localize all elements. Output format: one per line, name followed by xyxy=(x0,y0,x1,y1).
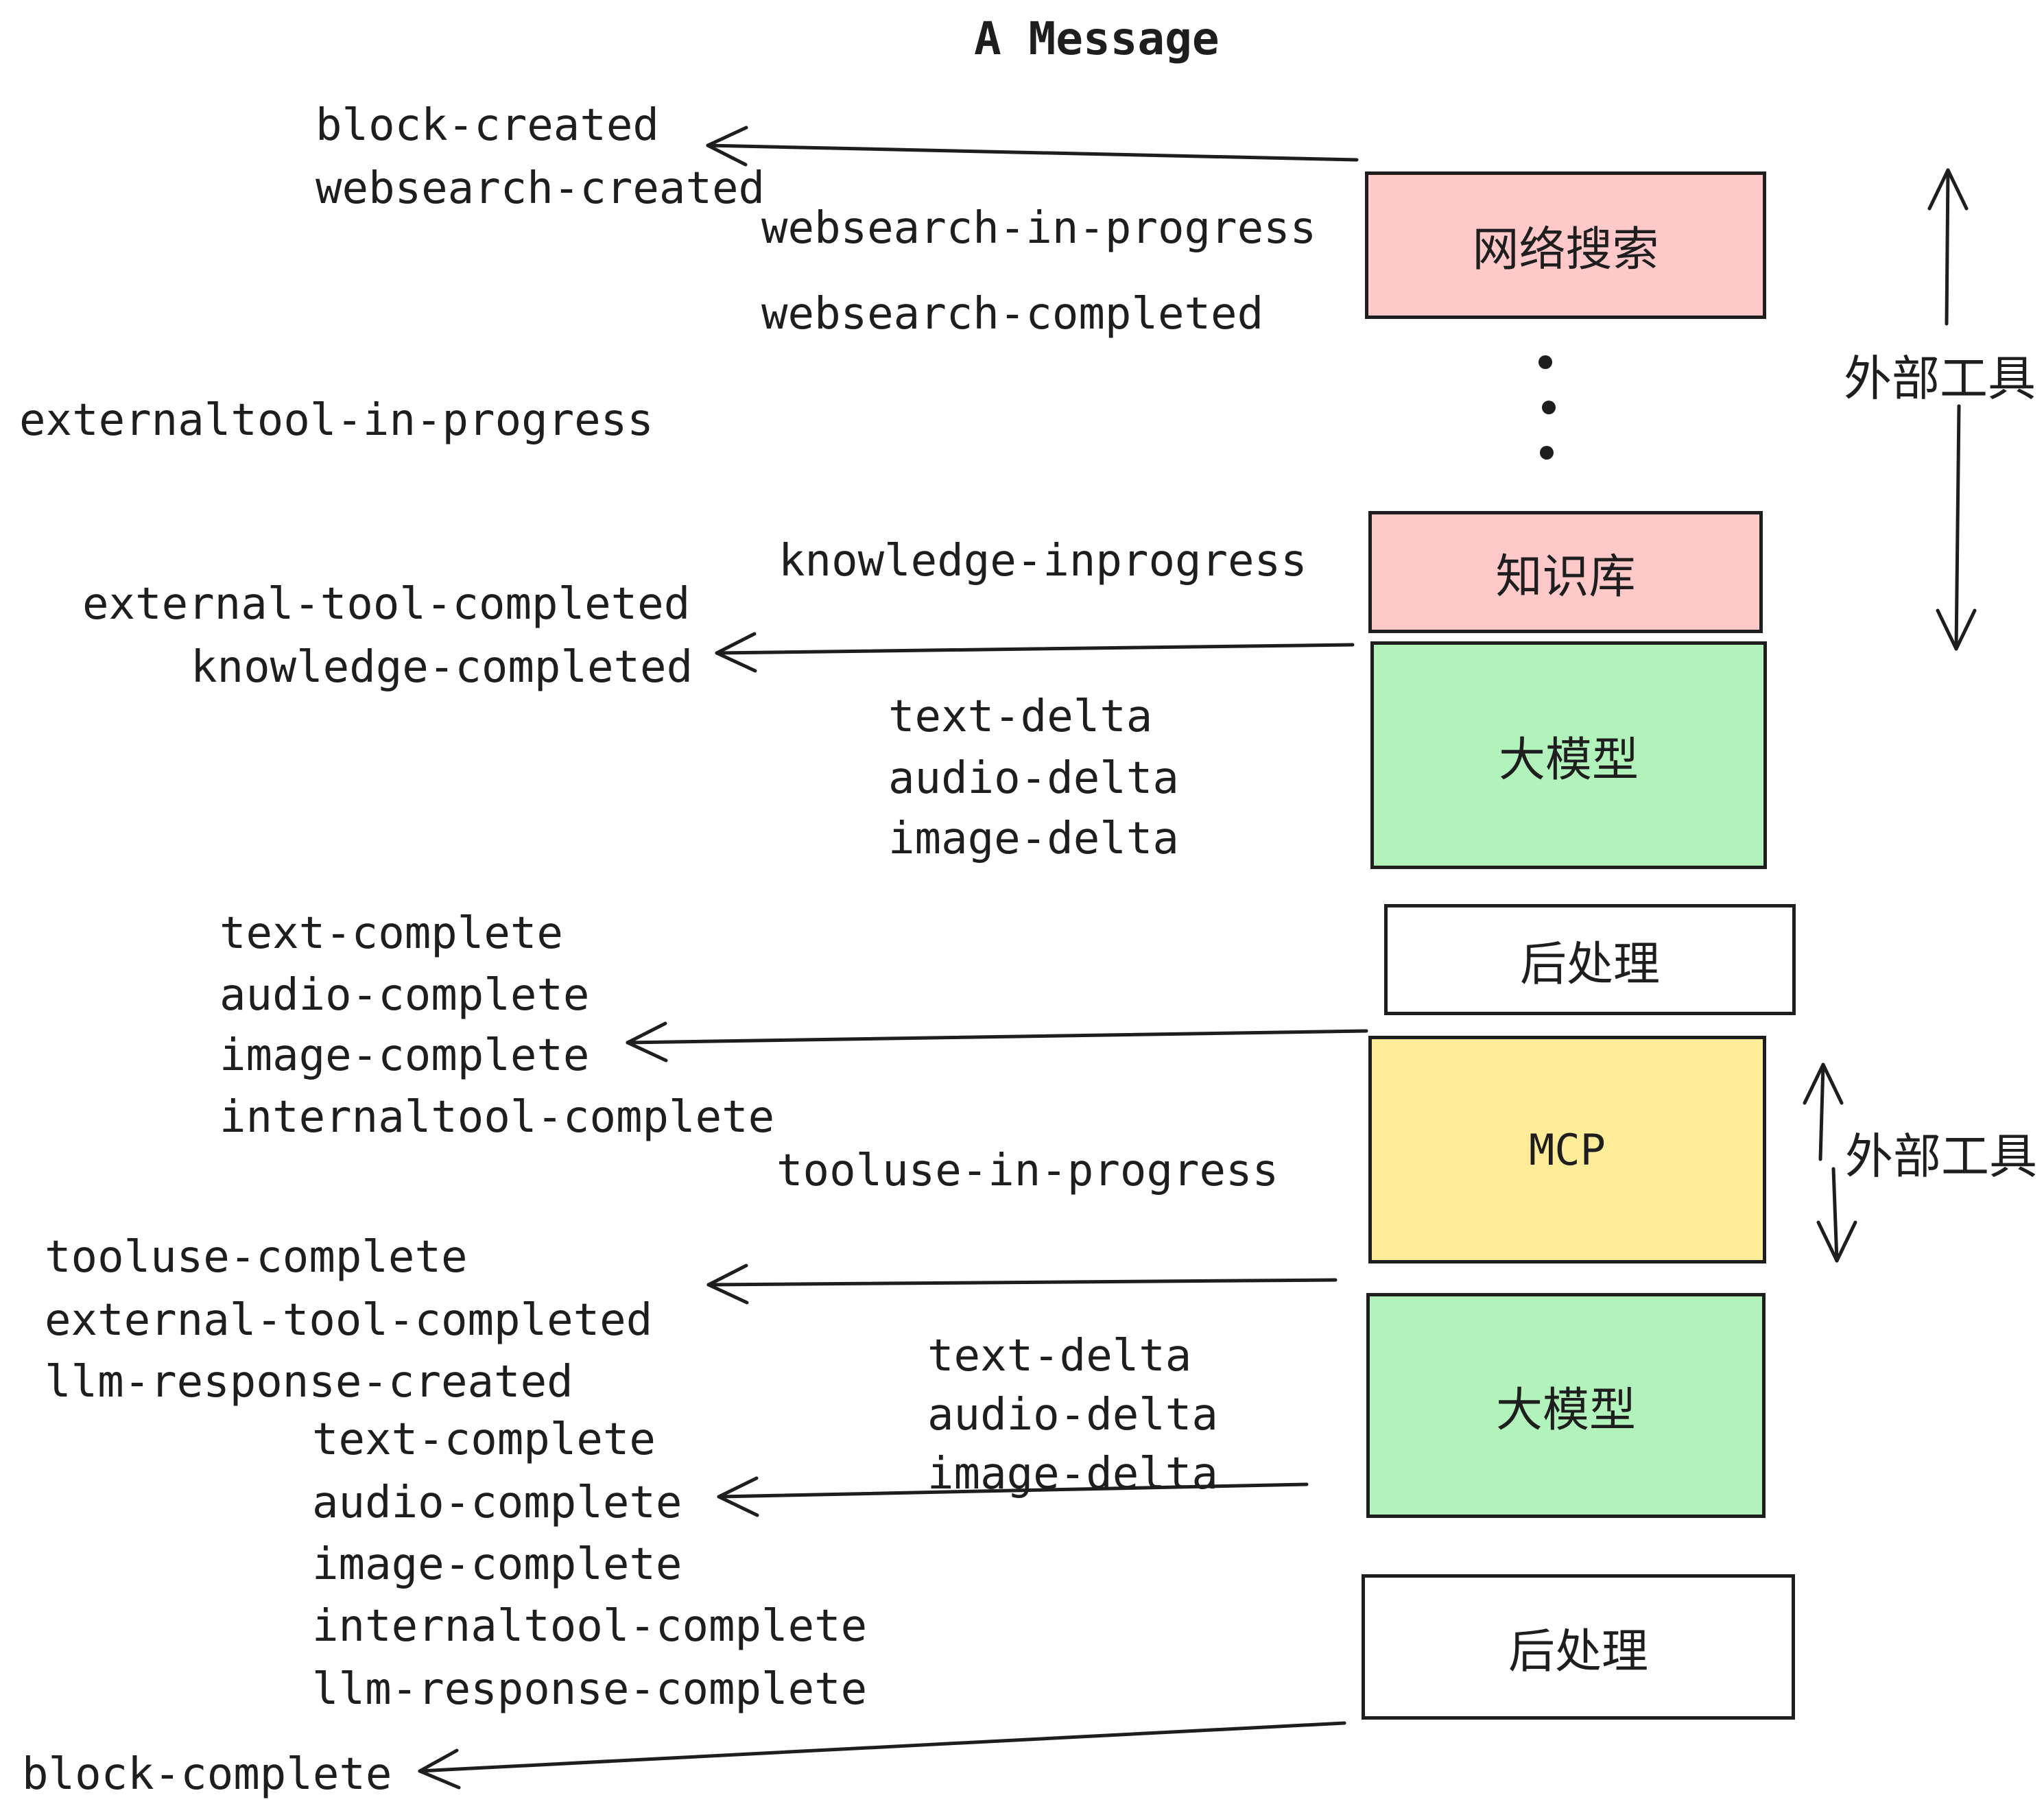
ellipsis-dots xyxy=(1538,355,1556,460)
box-mcp: MCP xyxy=(1368,1036,1766,1263)
box-llm-2: 大模型 xyxy=(1366,1293,1766,1518)
event-label-image-delta-1: image-delta xyxy=(888,814,1179,864)
event-label-block-complete: block-complete xyxy=(22,1749,392,1800)
event-label-image-complete-2: image-complete xyxy=(312,1539,682,1590)
event-label-image-delta-2: image-delta xyxy=(927,1449,1218,1499)
arrow-internal-complete-2 xyxy=(717,1476,1309,1517)
event-label-internaltool-complete-2: internaltool-complete xyxy=(312,1601,868,1652)
box-post-process-2-label: 后处理 xyxy=(1508,1625,1648,1678)
event-label-text-complete-2: text-complete xyxy=(312,1414,656,1465)
event-label-audio-complete-2: audio-complete xyxy=(312,1477,682,1528)
event-label-llm-response-created: llm-response-created xyxy=(45,1357,573,1408)
box-llm-1-label: 大模型 xyxy=(1498,733,1639,786)
arrow-tooluse-complete xyxy=(706,1263,1338,1305)
event-label-text-delta-1: text-delta xyxy=(888,691,1153,742)
event-label-websearch-created: websearch-created xyxy=(316,163,765,214)
page-title: A Message xyxy=(974,12,1220,65)
double-arrow-external-tools-bottom xyxy=(1803,1063,1857,1263)
event-label-text-delta-2: text-delta xyxy=(927,1331,1192,1381)
event-label-knowledge-inprogress: knowledge-inprogress xyxy=(779,536,1307,586)
external-tools-label-top: 外部工具 xyxy=(1844,352,2036,405)
box-knowledge: 知识库 xyxy=(1368,511,1763,633)
event-label-text-complete-1: text-complete xyxy=(219,908,563,959)
event-label-websearch-in-progress: websearch-in-progress xyxy=(761,203,1317,254)
box-llm-1: 大模型 xyxy=(1370,641,1767,869)
box-post-process-1-label: 后处理 xyxy=(1519,938,1660,990)
box-knowledge-label: 知识库 xyxy=(1495,550,1636,603)
event-label-knowledge-completed: knowledge-completed xyxy=(191,642,693,693)
event-label-externaltool-in-progress: externaltool-in-progress xyxy=(19,395,654,446)
arrow-knowledge-completed xyxy=(715,632,1355,673)
box-post-process-1: 后处理 xyxy=(1384,904,1796,1015)
external-tools-label-bottom: 外部工具 xyxy=(1845,1130,2037,1183)
event-label-audio-complete-1: audio-complete xyxy=(219,970,590,1021)
event-label-internaltool-complete-1: internaltool-complete xyxy=(219,1092,775,1143)
event-label-block-created: block-created xyxy=(316,100,659,151)
event-label-audio-delta-2: audio-delta xyxy=(927,1390,1218,1440)
event-label-external-tool-completed-1: external-tool-completed xyxy=(82,579,691,630)
event-label-image-complete-1: image-complete xyxy=(219,1030,590,1081)
arrow-block-complete xyxy=(418,1721,1346,1790)
box-llm-2-label: 大模型 xyxy=(1495,1384,1636,1436)
box-websearch-label: 网络搜索 xyxy=(1472,224,1659,276)
double-arrow-external-tools-top xyxy=(1927,168,1977,651)
box-websearch: 网络搜索 xyxy=(1365,171,1766,319)
arrow-block-created xyxy=(706,126,1359,167)
event-label-audio-delta-1: audio-delta xyxy=(888,753,1179,804)
event-label-tooluse-complete: tooluse-complete xyxy=(45,1232,468,1283)
box-post-process-2: 后处理 xyxy=(1362,1574,1795,1720)
event-label-tooluse-in-progress: tooluse-in-progress xyxy=(776,1146,1279,1196)
event-label-external-tool-completed-2: external-tool-completed xyxy=(45,1295,653,1346)
box-mcp-label: MCP xyxy=(1529,1124,1606,1175)
event-label-websearch-completed: websearch-completed xyxy=(761,289,1264,340)
event-label-llm-response-complete: llm-response-complete xyxy=(312,1664,868,1715)
arrow-internal-complete-1 xyxy=(626,1021,1368,1063)
